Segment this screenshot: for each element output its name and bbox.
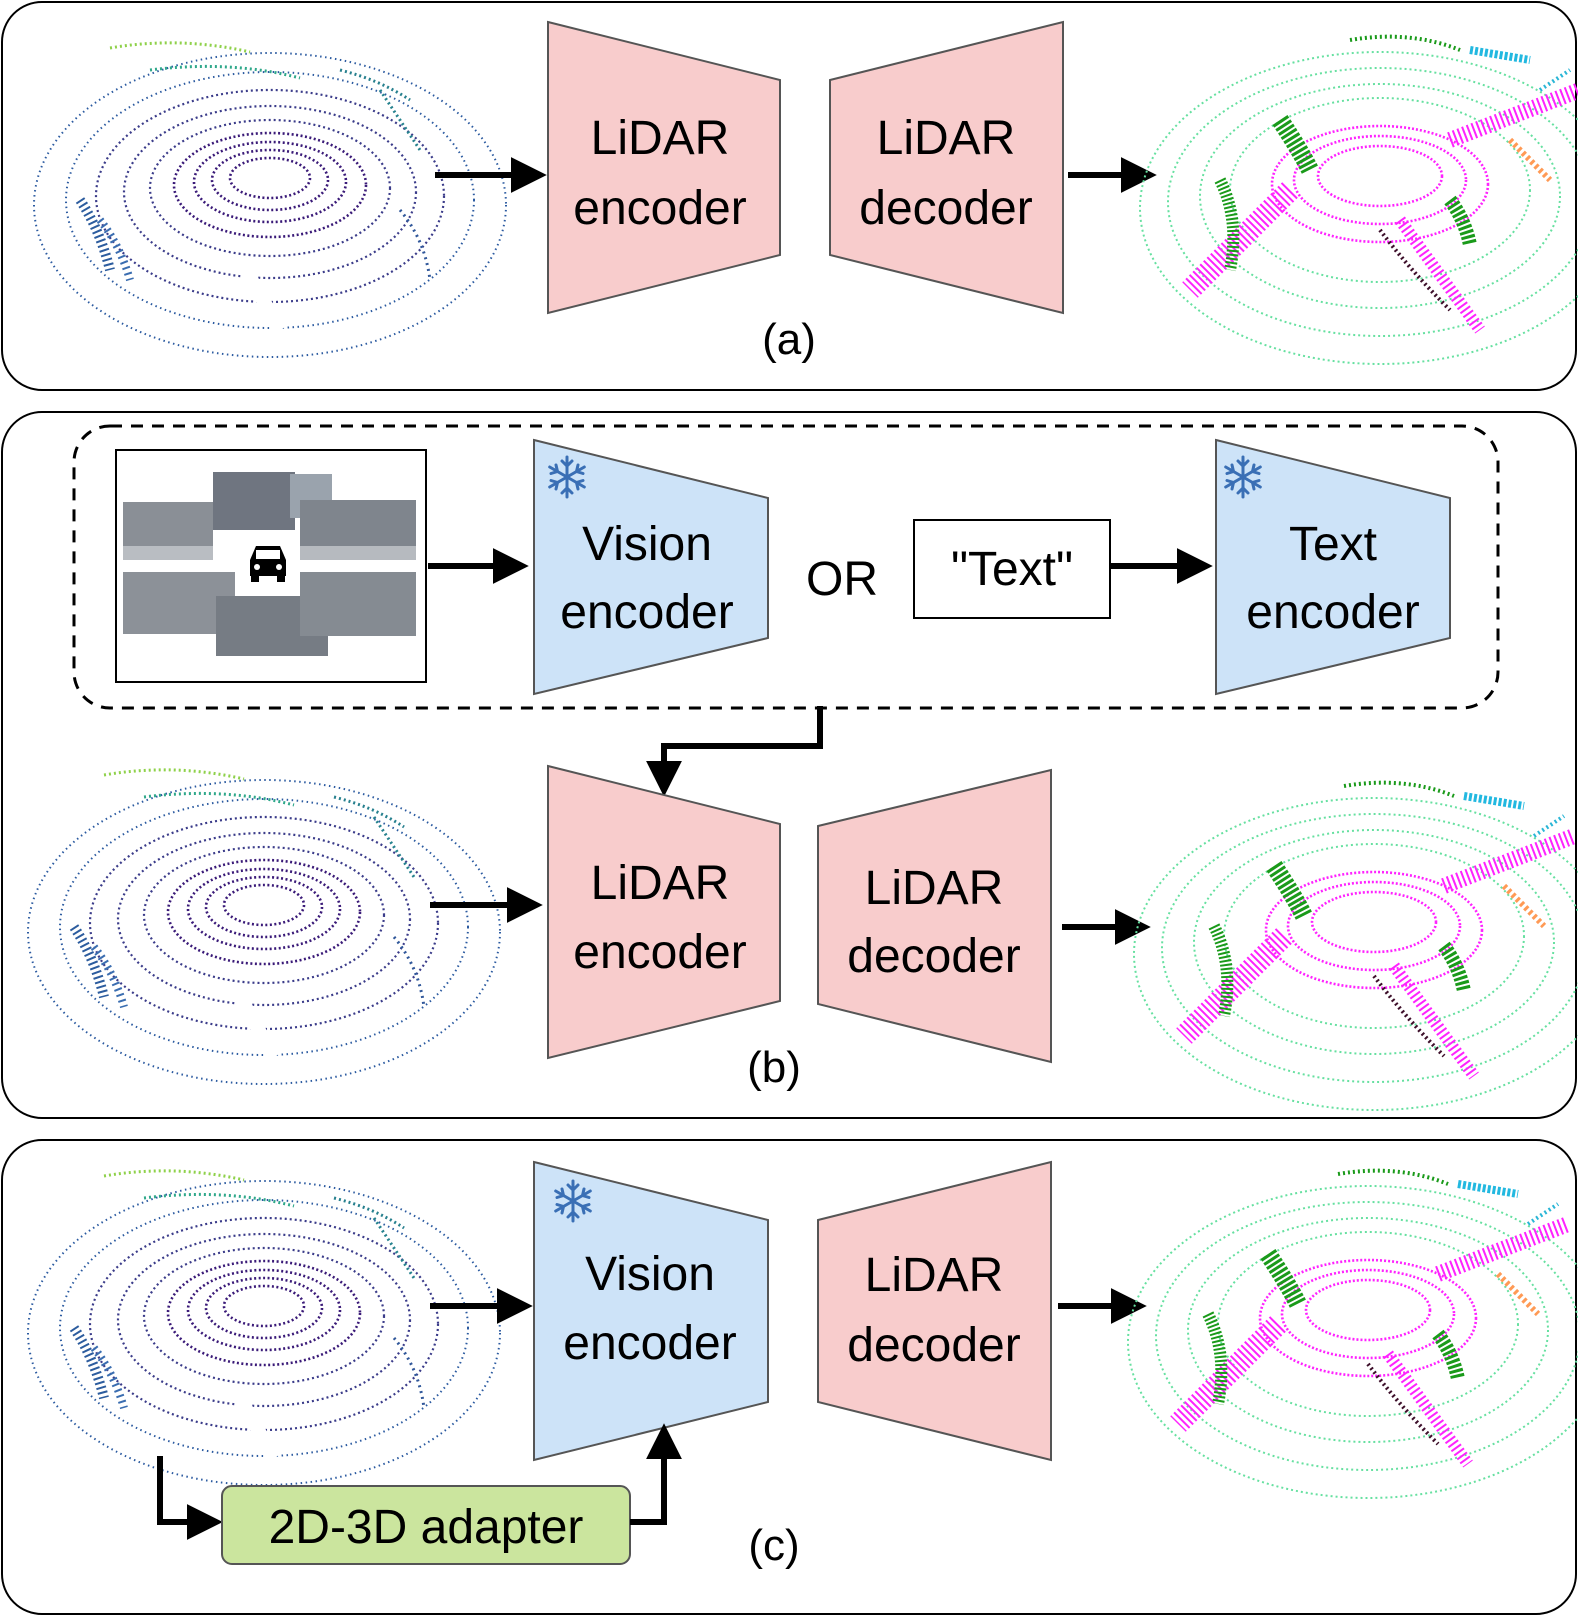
lidar-decoder-label: decoder <box>847 930 1020 983</box>
arrow-features-to-lidar-encoder <box>646 706 823 797</box>
multi-view-camera-images <box>115 449 427 683</box>
panel-a: LiDAR encoder LiDAR decoder (a) <box>1 1 1578 391</box>
lidar-decoder-block <box>829 20 1064 315</box>
vision-encoder-label: encoder <box>563 1317 736 1370</box>
panel-c-label: (c) <box>748 1521 799 1570</box>
arrow-adapter-to-vision-encoder <box>630 1423 682 1525</box>
panel-b-label: (b) <box>747 1043 801 1092</box>
arrow-cloud-to-adapter <box>157 1456 223 1540</box>
lidar-encoder-label: encoder <box>573 926 746 979</box>
panel-a-label: (a) <box>762 315 816 364</box>
text-encoder-label: encoder <box>1246 586 1419 639</box>
vision-encoder-block <box>533 438 769 696</box>
lidar-decoder-label: LiDAR <box>865 1249 1004 1302</box>
text-input-label: "Text" <box>951 543 1073 596</box>
panel-a-frame <box>1 1 1577 391</box>
or-text: OR <box>806 553 878 606</box>
panel-b: Vision encoder OR "Text" Text encoder Li… <box>1 411 1578 1118</box>
lidar-encoder-block <box>547 20 781 315</box>
panel-c: Vision encoder LiDAR decoder 2D-3D adapt… <box>1 1139 1578 1615</box>
lidar-decoder-block <box>817 1160 1052 1462</box>
vision-encoder-label: encoder <box>560 586 733 639</box>
lidar-decoder-label: LiDAR <box>877 112 1016 165</box>
lidar-encoder-block <box>547 764 781 1060</box>
lidar-encoder-label: encoder <box>573 182 746 235</box>
car-icon <box>250 546 286 582</box>
lidar-decoder-block <box>817 768 1052 1064</box>
vision-encoder-block <box>533 1160 769 1462</box>
2d-3d-adapter-label: 2D-3D adapter <box>269 1501 584 1554</box>
vision-encoder-label: Vision <box>582 518 712 571</box>
text-encoder-block <box>1215 438 1451 696</box>
lidar-decoder-label: decoder <box>847 1319 1020 1372</box>
lidar-decoder-label: LiDAR <box>865 862 1004 915</box>
vision-encoder-label: Vision <box>585 1248 715 1301</box>
lidar-encoder-label: LiDAR <box>591 112 730 165</box>
lidar-decoder-label: decoder <box>859 182 1032 235</box>
lidar-encoder-label: LiDAR <box>591 857 730 910</box>
text-encoder-label: Text <box>1289 518 1377 571</box>
modality-dashed-box <box>72 424 1500 710</box>
